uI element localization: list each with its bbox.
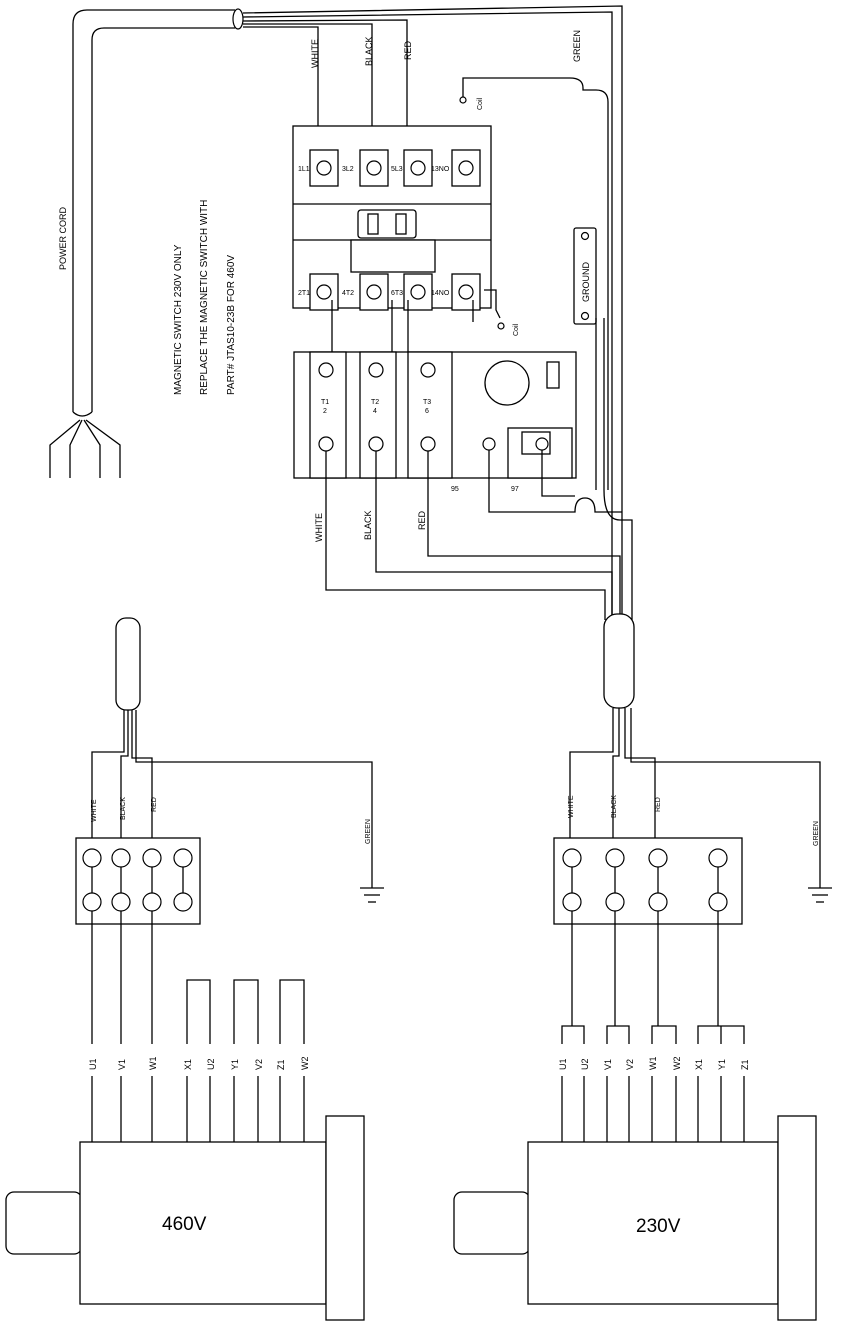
terminal-5l3 bbox=[410, 160, 426, 176]
ol-label-6: 6 bbox=[425, 408, 429, 415]
output-wires: WHITE BLACK RED bbox=[314, 451, 621, 620]
terminal-3l2 bbox=[366, 160, 382, 176]
terminal-6t3 bbox=[410, 284, 426, 300]
terminal-block-460v: WHITE BLACK RED GREEN bbox=[75, 797, 384, 1044]
wire-label-green: GREEN bbox=[572, 30, 582, 62]
lead-230-z1: Z1 bbox=[740, 1059, 750, 1070]
terminal-label-3l2: 3L2 bbox=[342, 166, 354, 173]
wire-label-red: RED bbox=[403, 40, 413, 60]
terminal-label-4t2: 4T2 bbox=[342, 290, 354, 297]
m230-wire-white: WHITE bbox=[568, 795, 575, 818]
coil-terminal-bottom bbox=[497, 322, 505, 330]
lead-230-u2: U2 bbox=[580, 1058, 590, 1070]
terminal-1l1 bbox=[316, 160, 332, 176]
leads-460v: U1 V1 W1 X1 U2 Y1 V2 Z1 W2 bbox=[88, 1057, 310, 1071]
reset-dial bbox=[484, 360, 530, 406]
coil-terminal bbox=[459, 96, 467, 104]
m460-wire-red: RED bbox=[151, 797, 158, 812]
ground-symbol-230 bbox=[808, 880, 832, 903]
note: MAGNETIC SWITCH 230V ONLY REPLACE THE MA… bbox=[173, 200, 237, 395]
terminal-14no bbox=[458, 284, 474, 300]
terminal-block-230v: WHITE BLACK RED GREEN bbox=[553, 795, 832, 1026]
ol-label-t1: T1 bbox=[321, 399, 329, 406]
contactor-bottom-row: 2T1 4T2 6T3 14NO bbox=[298, 273, 481, 311]
lead-230-w1: W1 bbox=[648, 1057, 658, 1071]
terminal-label-6t3: 6T3 bbox=[391, 290, 403, 297]
wire-label-black: BLACK bbox=[364, 36, 374, 66]
lead-230-y1: Y1 bbox=[717, 1059, 727, 1070]
lead-230-w2: W2 bbox=[672, 1057, 682, 1071]
out-label-black: BLACK bbox=[363, 510, 373, 540]
lead-460-v2: V2 bbox=[254, 1059, 264, 1070]
lead-460-u1: U1 bbox=[88, 1058, 98, 1070]
lead-460-w2: W2 bbox=[300, 1057, 310, 1071]
power-cord: POWER CORD bbox=[49, 5, 623, 490]
terminal-label-14no: 14NO bbox=[431, 290, 450, 297]
contactor: 1L1 3L2 5L3 13NO 2T1 4T2 6T3 14NO bbox=[292, 125, 520, 356]
leads-230v: U1 U2 V1 V2 W1 W2 X1 Y1 Z1 bbox=[558, 1057, 750, 1071]
m230-wire-green: GREEN bbox=[813, 821, 820, 846]
terminal-label-5l3: 5L3 bbox=[391, 166, 403, 173]
power-cord-label: POWER CORD bbox=[58, 206, 68, 270]
terminal-label-2t1: 2T1 bbox=[298, 290, 310, 297]
lead-460-y1: Y1 bbox=[230, 1059, 240, 1070]
note-line-2: REPLACE THE MAGNETIC SWITCH WITH bbox=[199, 200, 210, 395]
cable-460v bbox=[91, 617, 373, 880]
ol-label-4: 4 bbox=[373, 408, 377, 415]
terminal-label-1l1: 1L1 bbox=[298, 166, 310, 173]
lead-460-x1: X1 bbox=[183, 1059, 193, 1070]
ol-label-t2: T2 bbox=[371, 399, 379, 406]
out-label-red: RED bbox=[417, 510, 427, 530]
m230-wire-black: BLACK bbox=[611, 795, 618, 818]
ol-label-2: 2 bbox=[323, 408, 327, 415]
cord-end bbox=[232, 8, 244, 30]
note-line-1: MAGNETIC SWITCH 230V ONLY bbox=[173, 244, 184, 395]
motor-230-label: 230V bbox=[636, 1216, 681, 1237]
m460-wire-green: GREEN bbox=[365, 819, 372, 844]
terminal-label-13no: 13NO bbox=[431, 166, 450, 173]
m460-wire-black: BLACK bbox=[120, 797, 127, 820]
motor-460-label: 460V bbox=[162, 1214, 207, 1235]
coil-wire-top: Coil bbox=[459, 77, 609, 490]
motor-230v: 230V bbox=[453, 1115, 817, 1321]
coil-label: Coil bbox=[477, 97, 484, 110]
terminal-2t1 bbox=[316, 284, 332, 300]
wire-label-white: WHITE bbox=[310, 39, 320, 68]
cable-230v bbox=[569, 613, 821, 880]
ground-terminal: GROUND bbox=[573, 227, 597, 325]
coil-label-bottom: Coil bbox=[513, 323, 520, 336]
motor-460v: 460V bbox=[5, 1115, 365, 1321]
lead-230-u1: U1 bbox=[558, 1058, 568, 1070]
m460-wire-white: WHITE bbox=[91, 799, 98, 822]
lead-460-v1: V1 bbox=[117, 1059, 127, 1070]
overload-relay: T1 2 T2 4 T3 6 95 97 bbox=[293, 351, 577, 493]
aux-label-95: 95 bbox=[451, 486, 459, 493]
note-line-3: PART# JTAS10-23B FOR 460V bbox=[226, 255, 237, 395]
lead-230-v2: V2 bbox=[625, 1059, 635, 1070]
ol-label-t3: T3 bbox=[423, 399, 431, 406]
terminal-4t2 bbox=[366, 284, 382, 300]
lead-230-v1: V1 bbox=[603, 1059, 613, 1070]
aux-label-97: 97 bbox=[511, 486, 519, 493]
terminal-13no bbox=[458, 160, 474, 176]
m230-wire-red: RED bbox=[655, 797, 662, 812]
ground-label: GROUND bbox=[581, 262, 591, 302]
lead-460-z1: Z1 bbox=[276, 1059, 286, 1070]
lead-460-w1: W1 bbox=[148, 1057, 158, 1071]
lead-230-x1: X1 bbox=[694, 1059, 704, 1070]
out-label-white: WHITE bbox=[314, 513, 324, 542]
lead-460-u2: U2 bbox=[206, 1058, 216, 1070]
contactor-top-row: 1L1 3L2 5L3 13NO bbox=[298, 149, 481, 187]
ground-symbol-460 bbox=[360, 880, 384, 903]
